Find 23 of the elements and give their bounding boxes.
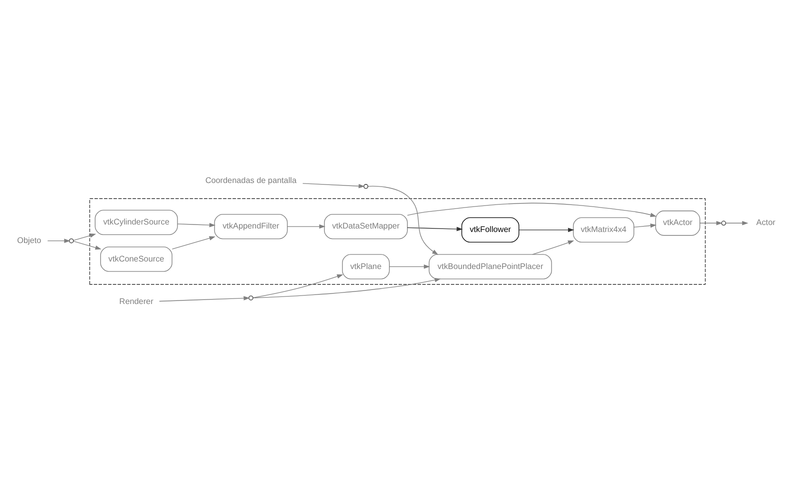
- arrow: [532, 240, 574, 254]
- arrow: [73, 240, 102, 250]
- arrow: [700, 220, 722, 225]
- arrow: [368, 185, 438, 254]
- arrow: [73, 233, 96, 240]
- node-circle: [68, 238, 74, 243]
- arrow: [252, 274, 344, 298]
- arrow: [302, 182, 365, 188]
- arrow: [177, 222, 216, 227]
- arrow: [159, 296, 250, 302]
- arrow: [252, 277, 441, 298]
- arrow: [287, 224, 326, 228]
- arrow: [518, 227, 574, 232]
- node-circle: [364, 184, 368, 188]
- arrow: [407, 226, 463, 231]
- arrow: [172, 236, 216, 249]
- arrow: [634, 222, 657, 228]
- node-circle: [721, 220, 726, 226]
- node-circle: [248, 295, 254, 300]
- arrow: [407, 202, 657, 216]
- arrow: [47, 238, 70, 242]
- arrow: [726, 220, 748, 225]
- arrow: [389, 264, 430, 268]
